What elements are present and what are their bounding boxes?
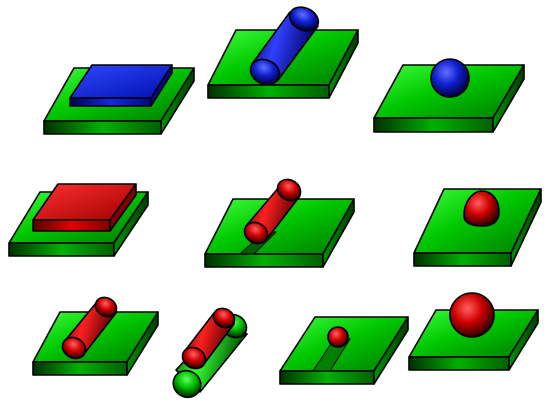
red-cylinder (243, 178, 302, 245)
red-half-sphere (463, 190, 500, 227)
slab-with-red-sphere (408, 292, 539, 371)
slab-with-blue-sphere (373, 58, 525, 133)
green-slab (204, 198, 355, 268)
red-cylinder (61, 296, 118, 360)
slab-with-red-sphere-in-groove (279, 316, 409, 385)
blue-cylinder (249, 6, 320, 86)
red-sphere (327, 326, 349, 348)
slab-with-red-cylinder-in-groove (204, 178, 355, 268)
slab-with-red-half-sphere (413, 188, 542, 267)
blue-sphere (430, 58, 470, 98)
slab-with-blue-cylinder (207, 6, 359, 99)
blue-plate (69, 64, 173, 107)
red-cylinder (181, 307, 236, 370)
slab-with-red-cylinder (32, 296, 159, 376)
slab-with-blue-plate (43, 64, 195, 135)
green-slab (279, 316, 409, 385)
red-sphere (449, 292, 495, 338)
red-plate (32, 183, 137, 232)
red-cylinder-on-green-cylinder (172, 307, 248, 399)
slab-with-red-plate (8, 183, 149, 257)
